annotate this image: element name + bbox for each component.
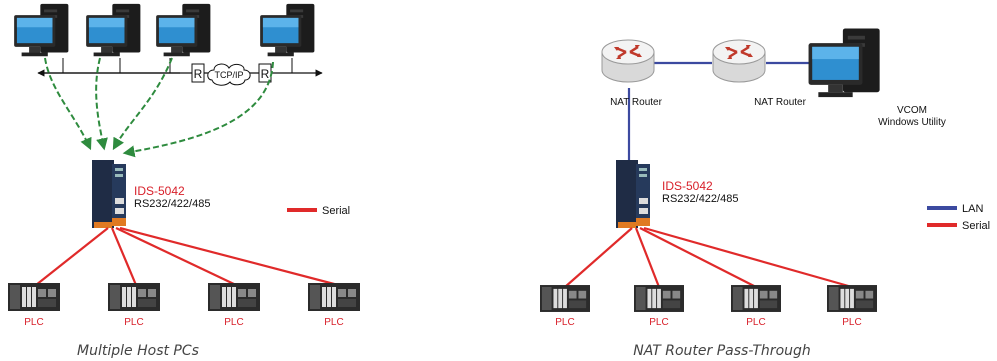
router-mark-label: R xyxy=(194,67,203,81)
plc-icon xyxy=(108,283,160,311)
host-pc-icon xyxy=(156,3,211,57)
plc-label: PLC xyxy=(555,317,574,328)
plc-label: PLC xyxy=(24,317,43,328)
vcom-sublabel: Windows Utility xyxy=(878,117,946,128)
router-label: NAT Router xyxy=(610,97,663,108)
cloud-label: TCP/IP xyxy=(214,70,243,80)
serial-line xyxy=(119,226,339,287)
legend-serial-label: Serial xyxy=(962,220,990,232)
device-spec: RS232/422/485 xyxy=(662,193,738,205)
plc-label: PLC xyxy=(649,317,668,328)
plc-icon xyxy=(731,285,781,312)
plc-icon xyxy=(8,283,60,311)
router-mark-label: R xyxy=(261,67,270,81)
vcom-label: VCOM xyxy=(897,105,927,116)
right-caption: NAT Router Pass-Through xyxy=(633,343,811,359)
nat-router-icon xyxy=(711,38,767,84)
host-pc-icon xyxy=(260,3,315,57)
plc-icon xyxy=(634,285,684,312)
device-name: IDS-5042 xyxy=(662,179,713,193)
vcom-pc-icon xyxy=(808,28,880,98)
host-pc-icon xyxy=(14,3,69,57)
plc-label: PLC xyxy=(842,317,861,328)
plc-label: PLC xyxy=(746,317,765,328)
host-connection-arrow xyxy=(95,57,108,151)
host-connection-arrow xyxy=(44,57,92,151)
plc-label: PLC xyxy=(124,317,143,328)
serial-line xyxy=(634,227,661,288)
plc-icon xyxy=(827,285,877,312)
host-pc-icon xyxy=(86,3,141,57)
plc-label: PLC xyxy=(224,317,243,328)
legend-lan-label: LAN xyxy=(962,203,983,215)
serial-line xyxy=(564,227,633,288)
left-diagram: R TCP/IP R IDS-5042 RS232/422/485 PLC PL… xyxy=(8,3,360,359)
nat-router-icon xyxy=(600,38,656,84)
host-connection-arrow xyxy=(122,61,274,158)
tcpip-cloud-icon xyxy=(207,63,251,86)
plc-icon xyxy=(308,283,360,311)
right-diagram: NAT Router NAT Router VCOM Windows Utili… xyxy=(540,28,990,359)
ids-5042-device-icon xyxy=(616,160,650,228)
left-caption: Multiple Host PCs xyxy=(77,343,199,359)
serial-line xyxy=(35,227,109,286)
serial-line xyxy=(110,227,138,286)
device-spec: RS232/422/485 xyxy=(134,198,210,210)
serial-line xyxy=(639,227,757,288)
router-label: NAT Router xyxy=(754,97,807,108)
plc-label: PLC xyxy=(324,317,343,328)
host-connection-arrow xyxy=(112,57,173,151)
ids-5042-device-icon xyxy=(92,160,126,228)
serial-line xyxy=(643,226,853,289)
serial-line xyxy=(115,227,237,286)
legend-serial-label: Serial xyxy=(322,205,350,217)
device-name: IDS-5042 xyxy=(134,184,185,198)
plc-icon xyxy=(540,285,590,312)
router-mark-box xyxy=(191,63,205,83)
plc-icon xyxy=(208,283,260,311)
